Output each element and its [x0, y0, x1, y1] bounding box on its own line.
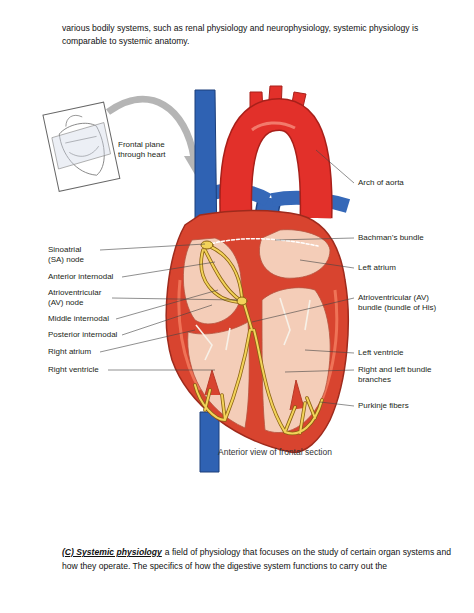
- aorta-highlight: [252, 123, 295, 130]
- papillary-muscle: [205, 370, 304, 410]
- leader-line: [112, 298, 238, 300]
- part-label: Right ventricle: [48, 365, 128, 375]
- leader-line: [316, 150, 354, 183]
- part-label: Left ventricle: [358, 348, 458, 358]
- heart-wall: [166, 210, 348, 452]
- conduction-system: [195, 239, 322, 434]
- conduction-pathway: [195, 246, 322, 433]
- part-label: Right atrium: [48, 347, 128, 357]
- part-label: Posterior internodal: [48, 330, 128, 340]
- leader-line: [275, 238, 354, 240]
- paragraph: (C) Systemic physiologya field of physio…: [62, 545, 452, 573]
- figure-caption: Anterior view of frontal section: [218, 447, 378, 458]
- left-atrium-chamber: [259, 230, 330, 279]
- part-label: Anterior internodal: [48, 272, 128, 282]
- part-label: Purkinje fibers: [358, 401, 458, 411]
- leader-line: [116, 290, 218, 319]
- leader-lines: [100, 150, 354, 406]
- pointer-arrow: [108, 99, 194, 158]
- leader-line: [122, 262, 215, 277]
- leader-line: [100, 244, 205, 250]
- bachmann-bundle-path: [207, 239, 318, 246]
- section-heading: (C) Systemic physiology: [62, 547, 162, 557]
- inset-frame: [43, 102, 120, 191]
- part-label: Right and left bundle branches: [358, 365, 448, 385]
- leader-line: [300, 260, 354, 268]
- part-label: Middle internodal: [48, 314, 128, 324]
- leader-line: [320, 402, 354, 406]
- part-label: Bachman’s bundle: [358, 233, 458, 243]
- inferior-vena-cava: [200, 412, 219, 472]
- leader-line: [252, 298, 354, 322]
- frontal-plane: [51, 123, 111, 169]
- leader-line: [108, 370, 215, 371]
- part-label: Atrioventricular (AV) node: [48, 288, 112, 308]
- leader-line: [285, 370, 354, 372]
- part-label: Arch of aorta: [358, 178, 458, 188]
- part-label: Sinoatrial (SA) node: [48, 245, 98, 265]
- leader-line: [305, 350, 354, 353]
- part-label: Atrioventricular (AV) bundle (bundle of …: [358, 293, 450, 313]
- inset-sketch: [43, 102, 120, 191]
- part-label: Left atrium: [358, 263, 458, 273]
- body-text: various bodily systems, such as renal ph…: [62, 22, 452, 48]
- right-atrium-chamber: [183, 238, 241, 324]
- sa-node-symbol: [201, 241, 213, 249]
- leader-line: [122, 305, 212, 335]
- av-node-symbol: [237, 297, 247, 305]
- inset-label: Frontal plane through heart: [118, 140, 184, 160]
- conduction-outline: [195, 246, 322, 433]
